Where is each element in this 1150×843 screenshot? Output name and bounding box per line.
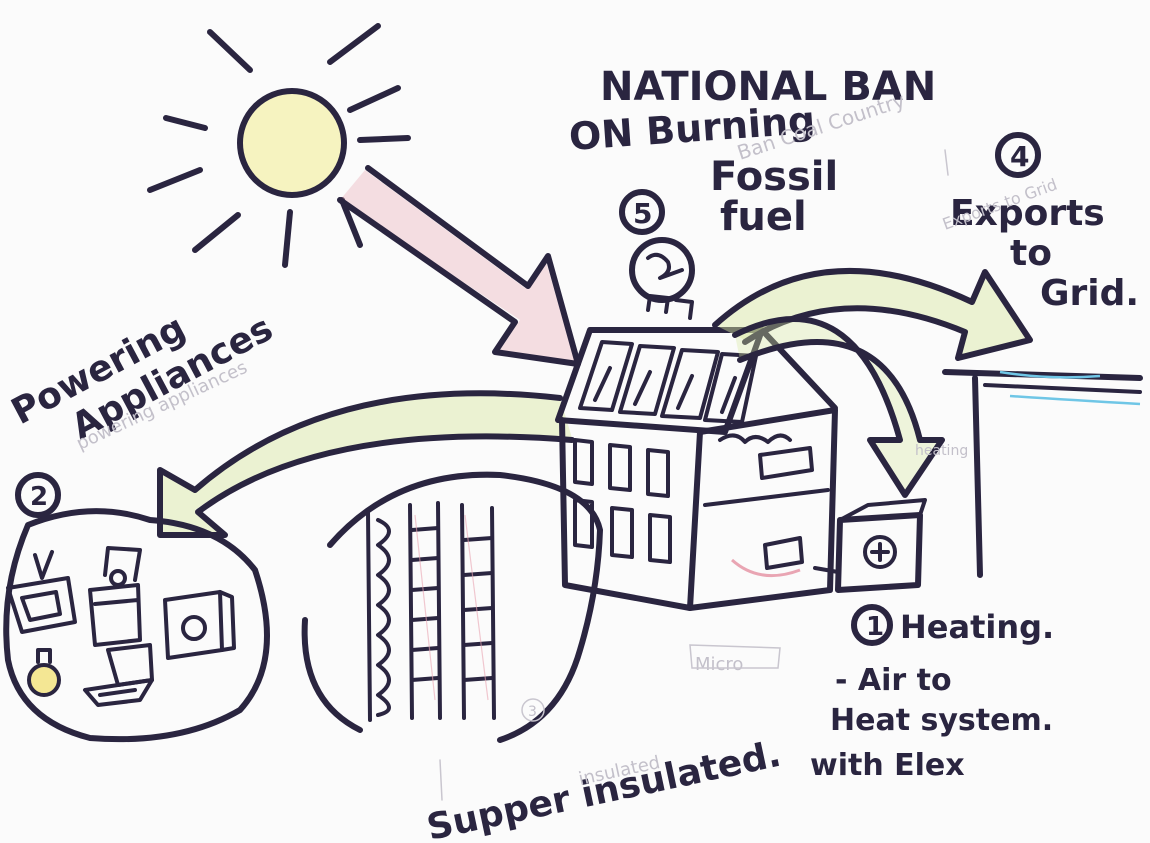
marker-ban: 5 — [619, 189, 665, 235]
svg-text:NATIONAL BAN: NATIONAL BAN — [600, 64, 936, 110]
svg-text:to: to — [1010, 233, 1052, 274]
svg-text:1: 1 — [866, 612, 884, 642]
washing-machine-icon — [163, 590, 236, 660]
sun-energy-arrow — [337, 165, 581, 367]
svg-text:heating: heating — [915, 443, 968, 459]
svg-text:fuel: fuel — [720, 194, 807, 240]
svg-text:Heat system.: Heat system. — [830, 703, 1053, 738]
svg-text:2: 2 — [30, 482, 48, 512]
light-bulb-icon — [27, 648, 61, 697]
svg-text:Supper insulated.: Supper insulated. — [423, 734, 784, 843]
svg-text:Grid.: Grid. — [1040, 273, 1139, 314]
svg-text:4: 4 — [1010, 140, 1029, 173]
cooker-icon — [88, 546, 142, 647]
laptop-icon — [83, 643, 154, 707]
svg-text:3: 3 — [528, 704, 537, 720]
heating-arrow — [732, 316, 945, 498]
svg-text:Exports: Exports — [950, 193, 1105, 234]
svg-text:Fossil: Fossil — [710, 154, 838, 200]
svg-text:5: 5 — [633, 197, 652, 230]
marker-export: 4 — [995, 132, 1041, 178]
marker-insulation: 3 — [521, 698, 545, 722]
power-line-icon — [942, 369, 1143, 578]
label-heating: Heating. - Air to Heat system. with Elex — [810, 608, 1054, 783]
svg-text:Micro: Micro — [695, 654, 743, 675]
marker-heating: 1 — [851, 604, 893, 646]
svg-text:Heating.: Heating. — [900, 608, 1054, 646]
sun-icon — [147, 23, 411, 268]
heat-pump-icon — [813, 498, 927, 593]
svg-text:with Elex: with Elex — [810, 748, 965, 783]
appliances-arrow — [157, 390, 575, 538]
insulation-bubble — [301, 471, 603, 743]
label-insulated: Supper insulated. — [423, 734, 784, 843]
solar-panel-icon — [578, 340, 758, 424]
tv-icon — [6, 550, 77, 634]
export-arrow — [712, 267, 1033, 361]
appliances-bubble — [3, 508, 270, 743]
marker-appliances: 2 — [15, 472, 61, 518]
title: NATIONAL BAN ON Burning Fossil fuel — [568, 64, 937, 240]
svg-text:- Air to: - Air to — [835, 663, 952, 698]
fossil-ban-symbol — [629, 237, 695, 303]
label-export: Exports to Grid. — [950, 193, 1139, 314]
